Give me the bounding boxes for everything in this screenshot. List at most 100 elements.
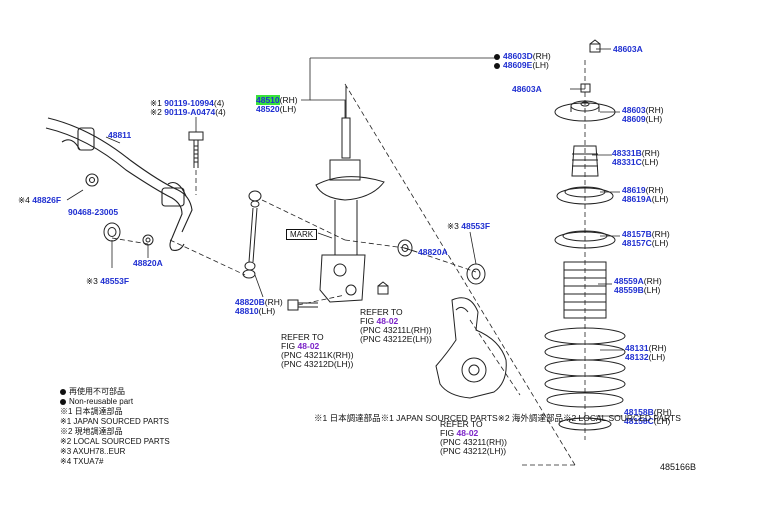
lower-bolt-drawing	[287, 299, 318, 311]
legend-text: 再使用不可部品	[69, 387, 125, 396]
label-48820B: 48820B(RH) 48810(LH)	[235, 298, 283, 316]
label-48131: 48131(RH) 48132(LH)	[625, 344, 667, 362]
legend-row-4: ※1 JAPAN SOURCED PARTS	[60, 417, 169, 426]
side-lh: (LH)	[645, 114, 663, 124]
legend-text: Non-reusable part	[69, 397, 134, 406]
label-bolt-1: ※1 90119-10994(4)	[150, 99, 224, 108]
part-number-48520[interactable]: 48520	[256, 104, 280, 114]
side-rh: (RH)	[279, 95, 298, 105]
label-48559A: 48559A(RH) 48559B(LH)	[614, 277, 662, 295]
part-number-48826F[interactable]: 48826F	[32, 195, 62, 205]
refer-to-block-3: REFER TO FIG 48-02 (PNC 43211(RH)) (PNC …	[440, 420, 507, 456]
stabilizer-link-drawing	[242, 190, 262, 279]
part-number-48609[interactable]: 48609	[622, 114, 646, 124]
non-reusable-dot-icon	[60, 388, 66, 395]
bushing-left-drawing	[103, 222, 154, 246]
part-number-48510[interactable]: 48510	[256, 95, 280, 105]
part-number-48619[interactable]: 48619	[622, 185, 646, 195]
quantity: (4)	[215, 107, 226, 117]
part-number-48132[interactable]: 48132	[625, 352, 649, 362]
part-number-48603[interactable]: 48603	[622, 105, 646, 115]
label-48826F: ※4 48826F	[18, 196, 61, 205]
part-number-48158C[interactable]: 48158C	[624, 416, 654, 426]
refer-to-block-1: REFER TO FIG 48-02 (PNC 43211K(RH)) (PNC…	[281, 333, 354, 369]
part-number-48553F-right[interactable]: 48553F	[461, 221, 491, 231]
label-48820A-left: 48820A	[133, 259, 163, 268]
label-48553F-right: ※3 48553F	[447, 222, 490, 231]
fig-text: FIG	[440, 428, 455, 438]
refer-to-text: REFER TO	[440, 419, 483, 429]
fig-text: FIG	[360, 316, 375, 326]
note-mark: ※2	[150, 107, 162, 117]
part-number-48157B[interactable]: 48157B	[622, 229, 652, 239]
label-48603A-top: 48603A	[613, 45, 643, 54]
label-48820A-right: 48820A	[418, 248, 448, 257]
part-number-48331C[interactable]: 48331C	[612, 157, 642, 167]
side-rh: (RH)	[643, 276, 662, 286]
label-bolt-2: ※2 90119-A0474(4)	[150, 108, 226, 117]
pnc-line: (PNC 43212E(LH))	[360, 334, 432, 344]
label-90468-23005: 90468-23005	[68, 208, 118, 217]
fig-link-48-02[interactable]: 48-02	[376, 316, 399, 326]
shock-absorber-drawing	[315, 86, 385, 303]
part-number-48603A-top[interactable]: 48603A	[613, 44, 643, 54]
leader-lines	[66, 48, 623, 417]
part-number-90119-10994[interactable]: 90119-10994	[164, 98, 214, 108]
part-number-48559A[interactable]: 48559A	[614, 276, 644, 286]
part-number-48810[interactable]: 48810	[235, 306, 259, 316]
label-48331B: 48331B(RH) 48331C(LH)	[612, 149, 660, 167]
side-lh: (LH)	[258, 306, 276, 316]
non-reusable-dot-icon	[60, 398, 66, 405]
side-rh: (RH)	[645, 105, 664, 115]
side-rh: (RH)	[645, 185, 664, 195]
legend-row-7: ※3 AXUH78..EUR	[60, 447, 126, 456]
part-number-48157C[interactable]: 48157C	[622, 238, 652, 248]
label-48553F-left: ※3 48553F	[86, 277, 129, 286]
part-number-48603A-left[interactable]: 48603A	[512, 84, 542, 94]
side-rh: (RH)	[651, 229, 670, 239]
refer-to-text: REFER TO	[281, 332, 324, 342]
side-lh: (LH)	[653, 416, 671, 426]
part-number-48820A-right[interactable]: 48820A	[418, 247, 448, 257]
label-48603D: 48603D(RH)	[494, 52, 551, 61]
side-rh: (RH)	[641, 148, 660, 158]
part-number-48331B[interactable]: 48331B	[612, 148, 642, 158]
note-mark: ※1	[150, 98, 162, 108]
part-number-48820A-left[interactable]: 48820A	[133, 258, 163, 268]
pnc-line: (PNC 43212(LH))	[440, 446, 507, 456]
part-number-48609E[interactable]: 48609E	[503, 60, 533, 70]
part-number-48603D[interactable]: 48603D	[503, 51, 533, 61]
pnc-line: (PNC 43211K(RH))	[281, 350, 354, 360]
quantity: (4)	[213, 98, 225, 108]
spring-stack-drawing	[544, 39, 626, 431]
label-48603: 48603(RH) 48609(LH)	[622, 106, 664, 124]
part-number-48559B[interactable]: 48559B	[614, 285, 644, 295]
part-number-48811[interactable]: 48811	[108, 130, 132, 140]
side-rh: (RH)	[648, 343, 667, 353]
note-mark: ※3	[86, 276, 98, 286]
label-48603A-left: 48603A	[512, 85, 542, 94]
part-number-48131[interactable]: 48131	[625, 343, 649, 353]
note-mark: ※3	[447, 221, 459, 231]
side-lh: (LH)	[643, 285, 661, 295]
side-lh: (LH)	[641, 157, 659, 167]
part-number-48553F-left[interactable]: 48553F	[100, 276, 130, 286]
knuckle-drawing	[435, 297, 507, 399]
part-number-48619A[interactable]: 48619A	[622, 194, 652, 204]
part-number-90468-23005[interactable]: 90468-23005	[68, 207, 119, 217]
label-48520: 48520(LH)	[256, 105, 296, 114]
part-number-48820B[interactable]: 48820B	[235, 297, 265, 307]
part-number-90119-A0474[interactable]: 90119-A0474	[164, 107, 216, 117]
side-lh: (LH)	[651, 238, 669, 248]
legend-row-3: ※1 日本調達部品	[60, 407, 123, 416]
fig-link-48-02[interactable]: 48-02	[456, 428, 479, 438]
refer-to-text: REFER TO	[360, 307, 403, 317]
legend-row-6: ※2 LOCAL SOURCED PARTS	[60, 437, 170, 446]
legend-row-1: 再使用不可部品	[60, 387, 170, 397]
label-48158B: 48158B(RH) 48158C(LH)	[624, 408, 672, 426]
legend-row-2: Non-reusable part	[60, 397, 170, 407]
part-number-48158B[interactable]: 48158B	[624, 407, 654, 417]
bushing-right-drawing	[397, 239, 486, 285]
fig-link-48-02[interactable]: 48-02	[297, 341, 320, 351]
